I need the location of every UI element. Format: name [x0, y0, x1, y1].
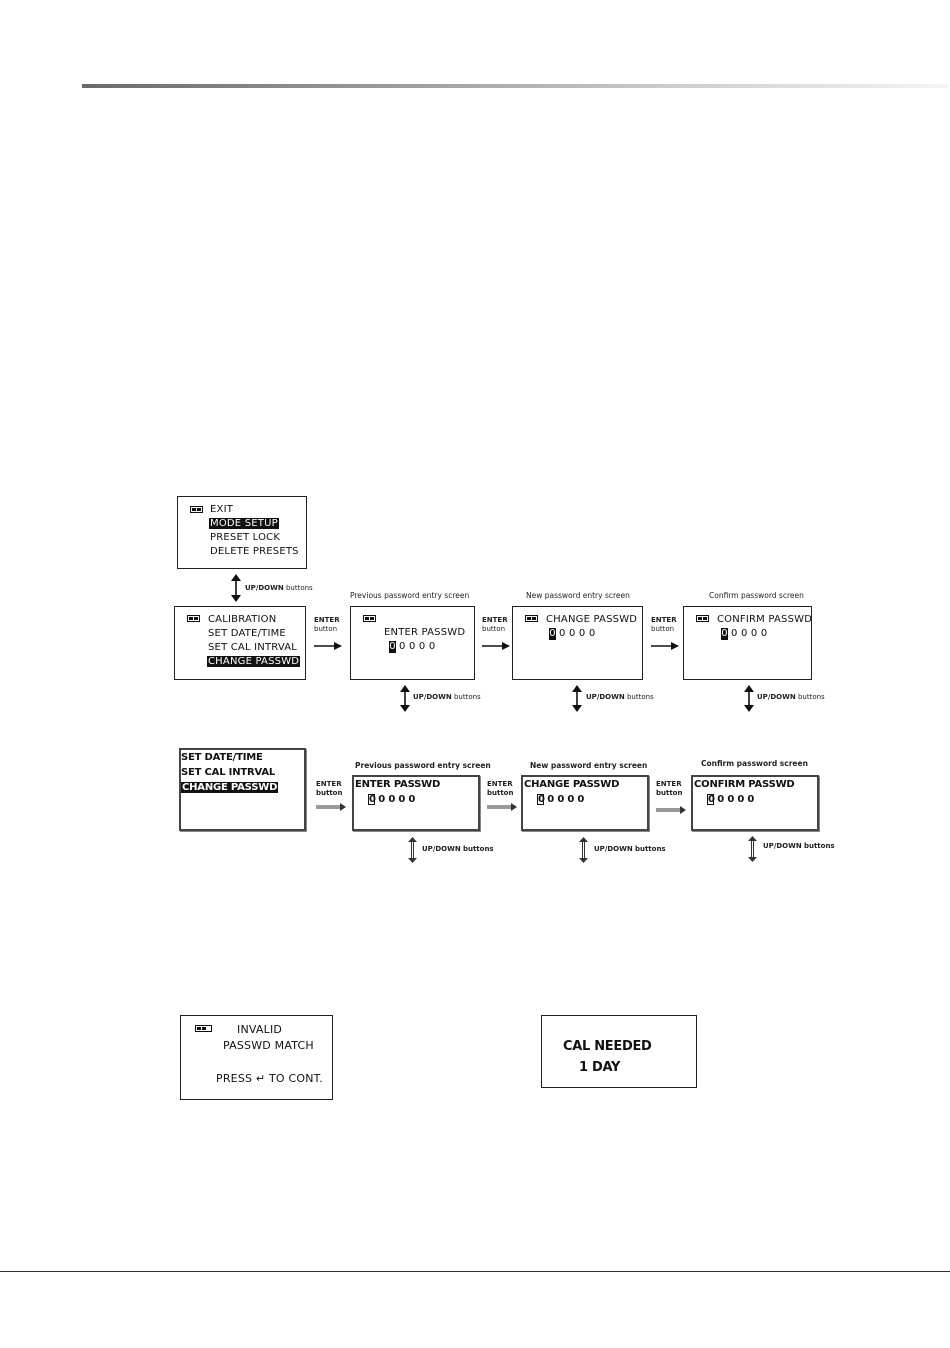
caption-confirm-password: Confirm password screen: [709, 591, 804, 600]
screen-title: CHANGE PASSWD: [524, 779, 620, 790]
digit-cursor: 0: [537, 794, 545, 805]
message-line-3: PRESS ↵ TO CONT.: [216, 1072, 323, 1085]
right-arrow-icon: [314, 642, 342, 650]
caption-new-password-r2: New password entry screen: [530, 761, 648, 770]
right-arrow-icon: [316, 803, 346, 811]
menu-item-set-cal-intrval: SET CAL INTRVAL: [181, 767, 276, 778]
updown-label-1: UP/DOWN buttons: [413, 693, 481, 701]
battery-icon: [363, 615, 376, 622]
header-rule: [82, 84, 948, 88]
menu-item-change-passwd: CHANGE PASSWD: [207, 656, 301, 667]
screen-enter-passwd-r2: ENTER PASSWD 0 0 0 0 0: [352, 775, 480, 831]
menu-screen-change-passwd: CALIBRATION SET DATE/TIME SET CAL INTRVA…: [174, 606, 306, 680]
caption-new-password: New password entry screen: [526, 591, 630, 600]
battery-icon: [195, 1025, 212, 1032]
updown-label-2: UP/DOWN buttons: [586, 693, 654, 701]
screen-confirm-passwd-r2: CONFIRM PASSWD 0 0 0 0 0: [691, 775, 819, 831]
password-digits: 0 0 0 0: [731, 628, 768, 639]
screen-cal-needed: CAL NEEDED 1 DAY: [541, 1015, 697, 1088]
menu-item-set-cal-intrval: SET CAL INTRVAL: [208, 642, 298, 653]
password-digits: 0 0 0 0: [559, 628, 596, 639]
password-digits: 0 0 0 0: [399, 641, 436, 652]
screen-title: CONFIRM PASSWD: [717, 614, 813, 625]
screen-title: CHANGE PASSWD: [546, 614, 638, 625]
battery-icon: [190, 506, 203, 513]
right-arrow-icon: [487, 803, 517, 811]
menu-item-set-date-time: SET DATE/TIME: [181, 752, 263, 763]
footer-rule: [0, 1271, 950, 1272]
screen-title: ENTER PASSWD: [384, 627, 466, 638]
caption-confirm-password-r2: Confirm password screen: [701, 759, 808, 768]
up-down-arrow-icon: [579, 837, 588, 863]
screen-invalid-passwd-match: INVALID PASSWD MATCH PRESS ↵ TO CONT.: [180, 1015, 333, 1100]
right-arrow-icon: [651, 642, 679, 650]
menu-item-change-passwd: CHANGE PASSWD: [181, 782, 279, 793]
screen-change-passwd-r2: CHANGE PASSWD 0 0 0 0 0: [521, 775, 649, 831]
screen-title: CONFIRM PASSWD: [694, 779, 795, 790]
menu-screen-mode-setup: EXIT MODE SETUP PRESET LOCK DELETE PRESE…: [177, 496, 307, 569]
battery-icon: [696, 615, 709, 622]
menu-item-delete-presets: DELETE PRESETS: [210, 546, 299, 557]
battery-icon: [525, 615, 538, 622]
updown-label-r2-2: UP/DOWN buttons: [594, 845, 666, 853]
up-down-arrow-icon: [572, 685, 582, 712]
battery-icon: [187, 615, 200, 622]
menu-screen-row2: SET DATE/TIME SET CAL INTRVAL CHANGE PAS…: [179, 748, 306, 831]
digit-cursor: 0: [549, 628, 556, 640]
digit-cursor: 0: [368, 794, 376, 805]
up-down-arrow-icon: [744, 685, 754, 712]
updown-label-r2-3: UP/DOWN buttons: [763, 842, 835, 850]
updown-label-0: UP/DOWN buttons: [245, 584, 313, 592]
caption-previous-password-r2: Previous password entry screen: [355, 761, 491, 770]
message-line-2: PASSWD MATCH: [223, 1039, 314, 1052]
digit-cursor: 0: [721, 628, 728, 640]
menu-item-mode-setup: MODE SETUP: [209, 518, 279, 529]
right-arrow-icon: [482, 642, 510, 650]
digit-cursor: 0: [707, 794, 715, 805]
up-down-arrow-icon: [400, 685, 410, 712]
caption-previous-password: Previous password entry screen: [350, 591, 470, 600]
screen-enter-passwd: ENTER PASSWD 0 0 0 0 0: [350, 606, 475, 680]
menu-item-exit: EXIT: [210, 504, 234, 515]
menu-item-calibration: CALIBRATION: [208, 614, 277, 625]
screen-confirm-passwd: CONFIRM PASSWD 0 0 0 0 0: [683, 606, 812, 680]
right-arrow-icon: [656, 806, 686, 814]
up-down-arrow-icon: [748, 836, 757, 862]
message-line-1: INVALID: [237, 1023, 283, 1036]
up-down-arrow-icon: [231, 574, 241, 602]
cal-message-line-2: 1 DAY: [579, 1060, 621, 1075]
menu-item-preset-lock: PRESET LOCK: [210, 532, 281, 543]
up-down-arrow-icon: [408, 837, 417, 863]
digit-cursor: 0: [389, 641, 396, 653]
updown-label-3: UP/DOWN buttons: [757, 693, 825, 701]
screen-change-passwd: CHANGE PASSWD 0 0 0 0 0: [512, 606, 643, 680]
screen-title: ENTER PASSWD: [355, 779, 441, 790]
updown-label-r2-1: UP/DOWN buttons: [422, 845, 494, 853]
menu-item-set-date-time: SET DATE/TIME: [208, 628, 286, 639]
cal-message-line-1: CAL NEEDED: [563, 1039, 652, 1054]
